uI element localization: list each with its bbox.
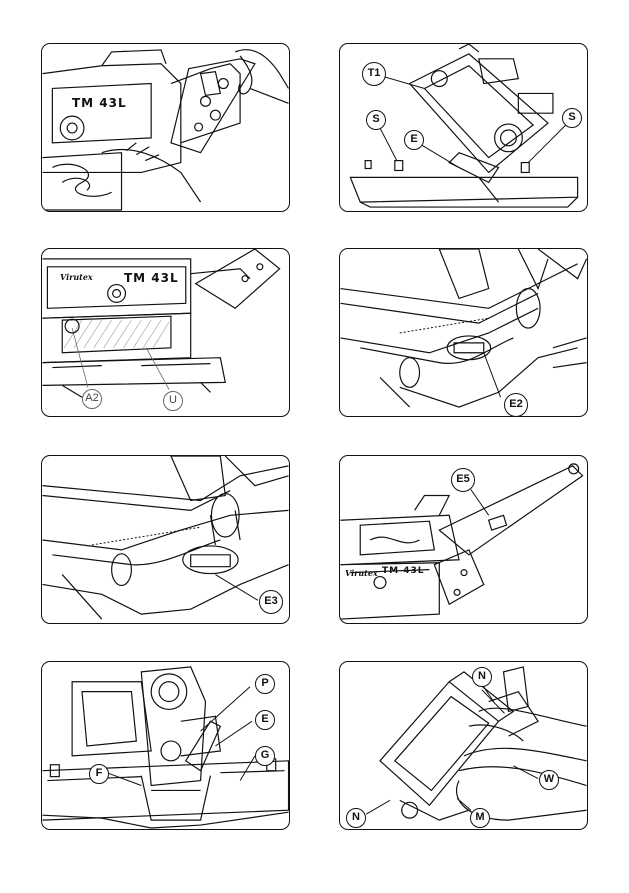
- figure-panel-3: Virutex TM 43L A2 U: [41, 248, 290, 417]
- figure-panel-7: P E G F: [41, 661, 290, 830]
- rear-view-illustration: [42, 666, 289, 829]
- brand-logo: Virutex: [60, 272, 93, 282]
- callout-e: E: [404, 130, 424, 150]
- callout-w: W: [539, 770, 559, 790]
- model-plate: TM 43L: [382, 566, 425, 576]
- front-view-illustration: [42, 249, 281, 398]
- callout-m: M: [470, 808, 490, 828]
- tilted-saw-illustration: [349, 44, 579, 208]
- callout-e: E: [255, 710, 275, 730]
- saw-head-mounting-illustration: [42, 49, 289, 211]
- callout-f: F: [89, 764, 109, 784]
- callout-e2: E2: [504, 393, 528, 416]
- callout-e3: E3: [259, 590, 283, 614]
- brand-logo: Virutex: [345, 568, 378, 578]
- figure-panel-8: N W N M: [339, 661, 588, 830]
- miter-handle-illustration: [42, 456, 289, 620]
- model-plate: TM 43L: [124, 271, 179, 285]
- figure-panel-4: E2: [339, 248, 588, 417]
- callout-g: G: [255, 746, 275, 766]
- figure-panel-1: TM 43L: [41, 43, 290, 212]
- figure-panel-5: E3: [41, 455, 290, 624]
- model-plate: TM 43L: [72, 96, 127, 110]
- arm-extension-illustration: [340, 463, 584, 620]
- figure-panel-6: Virutex TM 43L E5: [339, 455, 588, 624]
- callout-p: P: [255, 674, 275, 694]
- callout-a2: A2: [82, 389, 102, 409]
- callout-n-top: N: [472, 667, 492, 687]
- callout-n-bottom: N: [346, 808, 366, 828]
- lifted-saw-illustration: [365, 666, 587, 821]
- figure-panel-2: T1 S E S: [339, 43, 588, 212]
- callout-s-left: S: [366, 110, 386, 130]
- callout-u: U: [163, 391, 183, 411]
- callout-e5: E5: [451, 468, 475, 492]
- callout-t1: T1: [362, 62, 386, 86]
- callout-s-right: S: [562, 108, 582, 128]
- miter-scale-illustration: [340, 249, 587, 408]
